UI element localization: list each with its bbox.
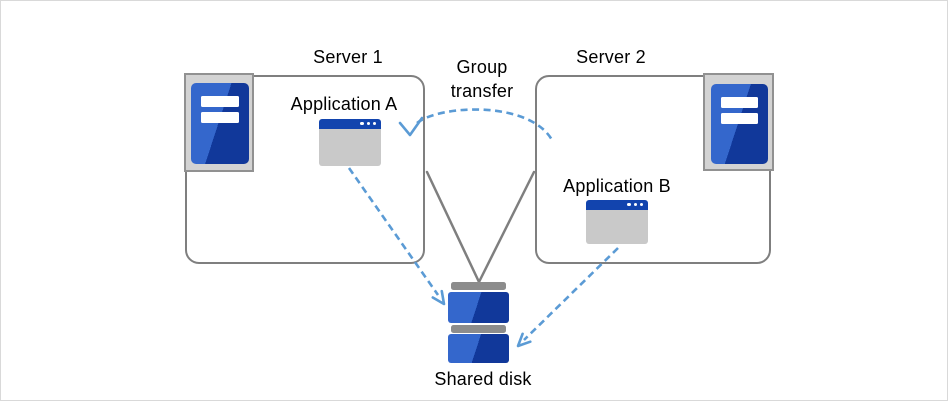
group-transfer-label: Group transfer [450, 57, 514, 101]
application-a-label: Application A [290, 94, 398, 114]
data-arrow-app-b [523, 247, 619, 341]
shared-disk-icon [448, 282, 509, 363]
connector-line-servers-to-disk [425, 170, 536, 284]
app-titlebar-dots-icon [360, 122, 376, 126]
shared-disk-label: Shared disk [434, 369, 532, 389]
tower-slot [721, 113, 758, 124]
app-titlebar-dots-icon [627, 203, 643, 207]
data-arrow-app-a-arrowhead-icon [431, 289, 446, 306]
disk-platter [448, 292, 509, 323]
data-arrow-app-a [347, 167, 440, 296]
tower-slot [201, 96, 239, 107]
application-b-label: Application B [563, 176, 671, 196]
app-body [586, 209, 648, 244]
server2-tower-body [711, 84, 768, 164]
server1-tower-icon [184, 73, 254, 172]
app-titlebar [586, 200, 648, 210]
server2-tower-icon [703, 73, 774, 171]
app-body [319, 128, 381, 166]
server1-label: Server 1 [313, 47, 383, 67]
tower-slot [721, 97, 758, 108]
application-a-window-icon [319, 119, 381, 166]
group-transfer-arrowhead-icon [398, 116, 424, 137]
server1-tower-body [191, 83, 249, 164]
disk-platter [448, 334, 509, 363]
group-transfer-arrow [416, 108, 554, 141]
tower-slot [201, 112, 239, 123]
application-b-window-icon [586, 200, 648, 244]
disk-cap [451, 282, 506, 290]
app-titlebar [319, 119, 381, 129]
server2-label: Server 2 [576, 47, 646, 67]
disk-cap [451, 325, 506, 333]
data-arrow-app-b-arrowhead-icon [516, 332, 532, 348]
